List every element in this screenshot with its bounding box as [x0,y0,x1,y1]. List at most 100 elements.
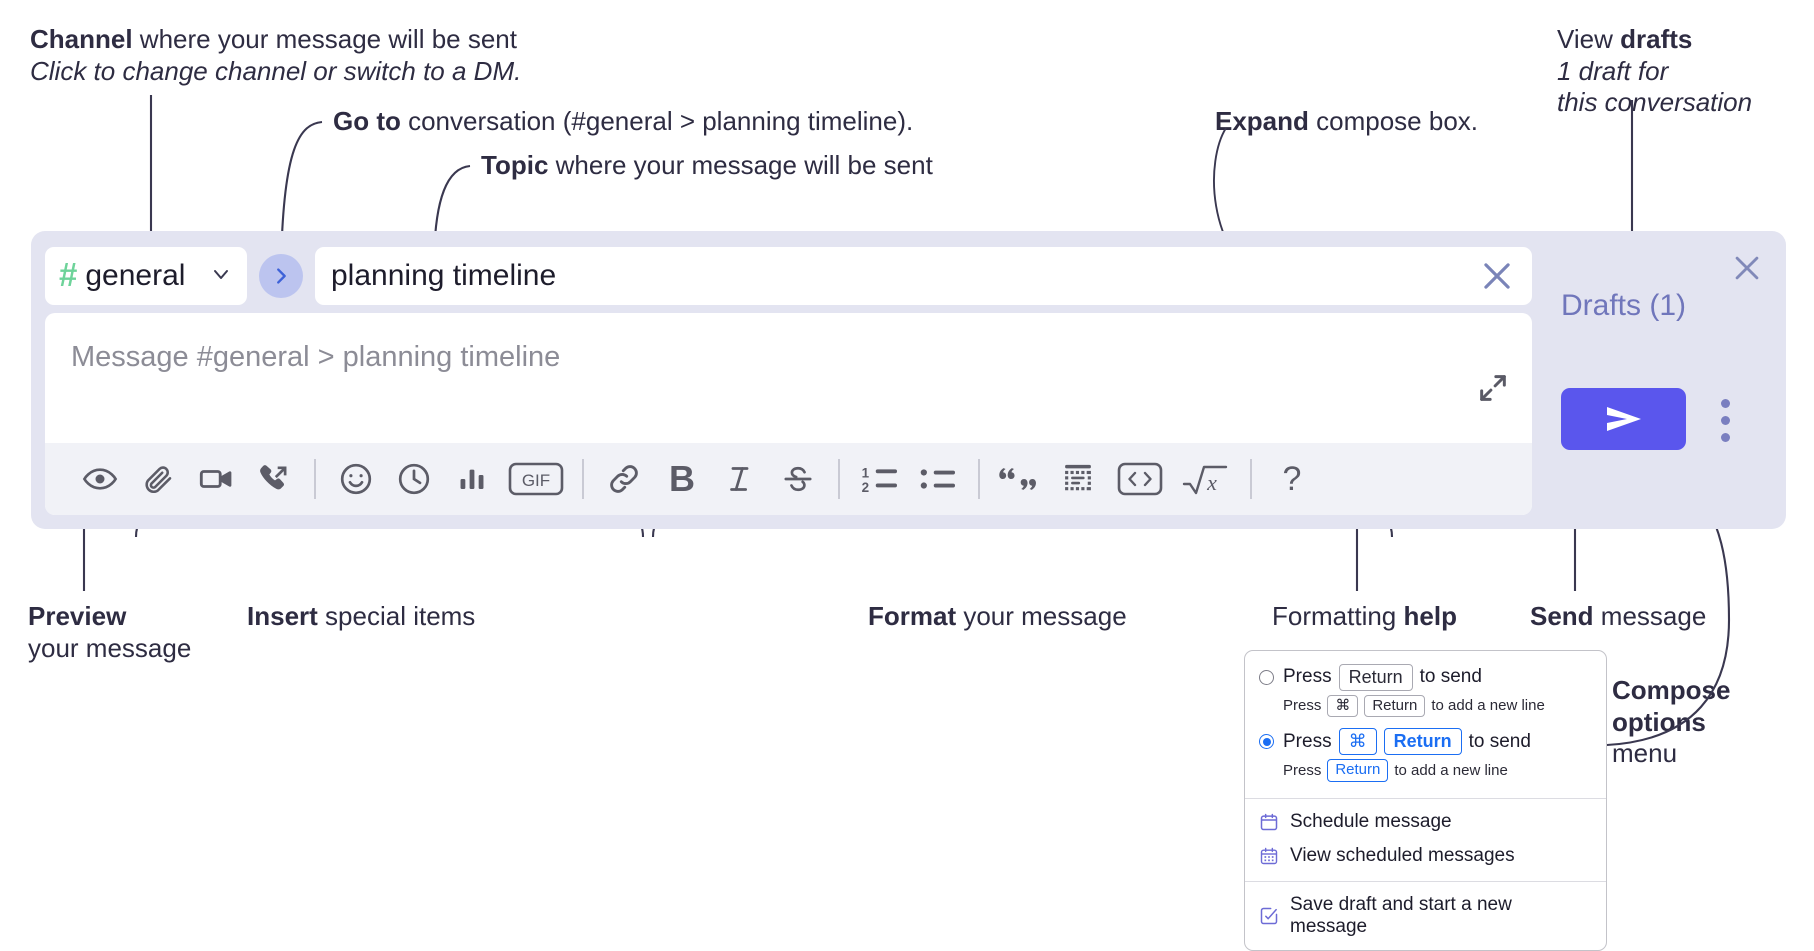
attachment-icon[interactable] [129,451,187,507]
toolbar-separator [582,459,584,499]
save-draft-icon [1259,906,1279,926]
annotation-drafts-line2: 1 draft for [1557,55,1669,86]
toolbar-separator [978,459,980,499]
blockquote-icon[interactable] [991,451,1049,507]
topic-input[interactable]: planning timeline [315,247,1532,305]
channel-selector[interactable]: # general [45,247,247,305]
annotation-topic: Topic where your message will be sent [481,150,933,182]
calendar-grid-icon [1259,846,1279,866]
send-option-return[interactable]: Press Return to send [1245,661,1606,691]
expand-icon[interactable] [1476,371,1510,410]
send-button[interactable] [1561,388,1686,450]
annotation-channel-rest: where your message will be sent [132,24,517,54]
annotation-insert-rest: special items [317,601,476,631]
drafts-link[interactable]: Drafts (1) [1561,289,1687,322]
emoji-icon[interactable] [327,451,385,507]
compose-right-rail: Drafts (1) [1547,231,1786,529]
svg-text:GIF: GIF [522,471,550,490]
send-option-cmd-return[interactable]: Press ⌘ Return to send [1245,725,1606,755]
key-command: ⌘ [1338,728,1377,755]
menu-item-save-draft[interactable]: Save draft and start a new message [1245,888,1606,944]
gif-icon[interactable]: GIF [501,451,571,507]
annotation-drafts-line3: this conversation [1557,87,1753,118]
toolbar-separator [838,459,840,499]
huddle-icon[interactable] [245,451,303,507]
new-line-label: to add a new line [1431,697,1545,715]
code-block-icon[interactable] [1049,451,1107,507]
annotation-help-bold: help [1403,601,1457,631]
dot [1720,398,1730,408]
annotation-format: Format your message [868,601,1127,633]
annotation-expand-rest: compose box. [1308,106,1479,136]
compose-inner: # general planning timeline Message #gen… [45,245,1532,515]
annotation-preview: Preview your message [28,601,191,664]
annotation-drafts-plain: View [1557,24,1621,54]
annotation-channel-italic: Click to change channel or switch to a D… [30,55,522,86]
strikethrough-icon[interactable] [769,451,827,507]
compose-options-menu: Press Return to send Press ⌘ Return to a… [1244,650,1607,951]
clock-icon[interactable] [385,451,443,507]
annotation-drafts: View drafts 1 draft for this conversatio… [1557,24,1752,119]
to-send-label: to send [1468,730,1531,752]
annotation-format-bold: Format [868,601,957,631]
annotation-send-rest: message [1593,601,1707,631]
message-placeholder: Message #general > planning timeline [71,341,561,373]
menu-divider [1245,880,1606,882]
menu-item-label: View scheduled messages [1290,844,1515,866]
bulleted-list-icon[interactable] [909,451,967,507]
key-return: Return [1338,664,1413,691]
annotation-compose-options: Compose options menu [1612,675,1730,770]
annotation-topic-bold: Topic [481,150,549,180]
annotation-compose-options-b1: Compose [1612,675,1731,705]
message-input-area[interactable]: Message #general > planning timeline [45,313,1532,515]
send-option-cmd-return-sub: Press Return to add a new line [1245,755,1606,790]
annotation-channel: Channel where your message will be sent … [30,24,521,87]
video-icon[interactable] [187,451,245,507]
annotation-compose-options-rest: menu [1612,738,1678,769]
calendar-clock-icon [1259,812,1279,832]
annotation-insert: Insert special items [247,601,475,633]
key-return: Return [1364,694,1426,718]
annotation-channel-bold: Channel [30,24,133,54]
italic-icon[interactable] [711,451,769,507]
compose-panel: # general planning timeline Message #gen… [31,231,1786,529]
code-icon[interactable] [1107,451,1173,507]
help-icon[interactable]: ? [1282,460,1302,498]
radio-button[interactable] [1259,669,1274,685]
press-label: Press [1283,730,1332,752]
svg-text:x: x [1206,470,1217,495]
poll-icon[interactable] [443,451,501,507]
annotation-send: Send message [1530,601,1706,633]
hash-icon: # [59,256,78,293]
key-return: Return [1327,758,1389,782]
close-icon[interactable] [1478,257,1516,295]
press-label: Press [1283,666,1332,688]
annotation-help-plain: Formatting [1272,601,1404,631]
annotation-goto: Go to conversation (#general > planning … [333,106,913,138]
bold-icon[interactable]: B [669,458,695,499]
math-icon[interactable]: x [1173,451,1239,507]
compose-options-button[interactable] [1710,394,1740,446]
annotation-insert-bold: Insert [247,601,318,631]
menu-item-schedule-message[interactable]: Schedule message [1245,805,1606,839]
annotation-preview-line2: your message [28,632,192,663]
close-icon[interactable] [1730,251,1764,290]
annotation-send-bold: Send [1530,601,1594,631]
send-option-return-label: Press Return to send [1283,664,1482,691]
dot [1720,432,1730,442]
annotation-topic-rest: where your message will be sent [548,150,933,180]
chevron-down-icon [209,262,233,291]
preview-icon[interactable] [71,451,129,507]
radio-button-selected[interactable] [1259,734,1274,749]
menu-item-label: Schedule message [1290,810,1452,832]
annotation-format-rest: your message [956,601,1127,631]
menu-item-label: Save draft and start a new message [1290,893,1512,937]
press-label: Press [1283,697,1322,715]
annotation-help: Formatting help [1272,601,1457,633]
toolbar-separator [314,459,316,499]
menu-item-view-scheduled-messages[interactable]: View scheduled messages [1245,839,1606,873]
go-to-conversation-button[interactable] [259,254,303,298]
link-icon[interactable] [595,451,653,507]
